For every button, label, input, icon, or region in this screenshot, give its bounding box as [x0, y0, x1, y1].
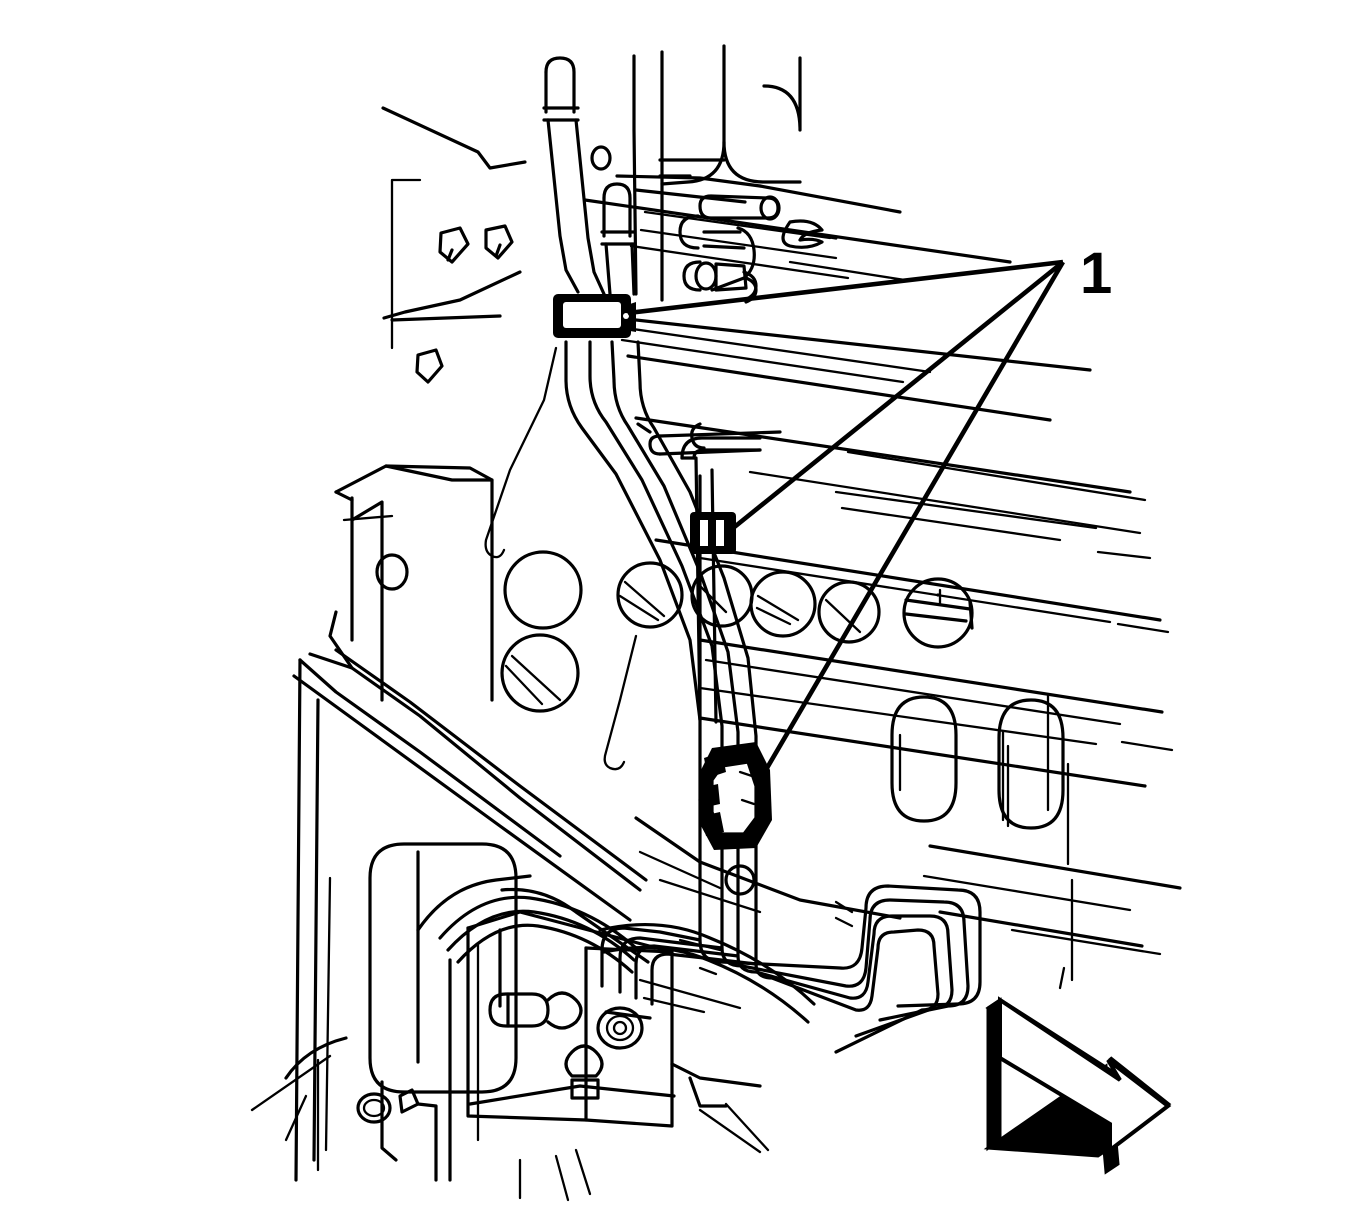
frame-rail-oblong-slots: [890, 593, 1065, 830]
leader-line-to-middle-clip: [725, 260, 1065, 535]
retainer-clip-middle: [690, 512, 736, 554]
retainer-clip-lower: [700, 742, 772, 850]
vehicle-forward-direction-arrow: [983, 966, 1172, 1175]
quick-connect-fitting: [678, 194, 838, 304]
fuel-pipe-group: [484, 44, 982, 1054]
leader-line-to-lower-clip: [765, 260, 1065, 770]
callout-1-group: 1: [627, 241, 1112, 770]
retainer-clips-group: [553, 294, 772, 850]
leader-line-to-upper-clip: [627, 259, 1064, 316]
retainer-clip-upper: [553, 294, 636, 338]
callout-number-1: 1: [1080, 241, 1112, 306]
underbody-structure-group: [250, 106, 1182, 1202]
